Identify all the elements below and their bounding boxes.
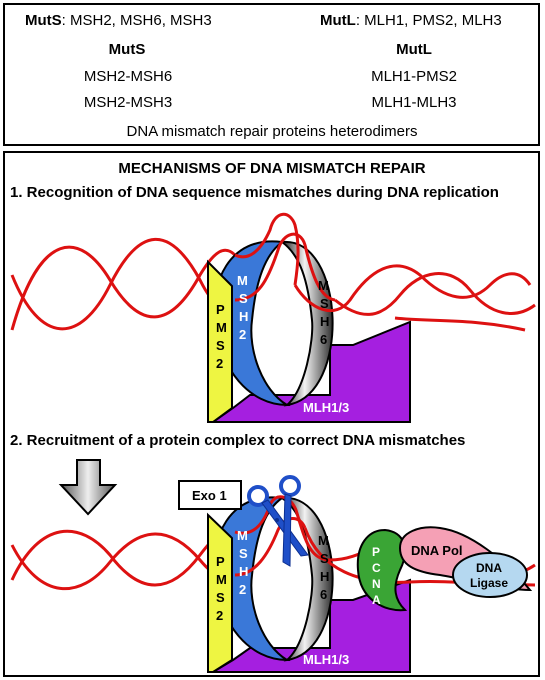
dna-ligase-protein [452, 552, 528, 598]
dna-strand [234, 517, 307, 577]
muts-header: MutS: MSH2, MSH6, MSH3 [25, 12, 212, 29]
msh6-label: M S H 6 [318, 278, 333, 347]
exo1-box [178, 480, 242, 510]
dna-strand [234, 232, 336, 302]
dna-strand [10, 529, 236, 587]
pms2-protein [207, 259, 233, 423]
dna-strand [10, 245, 237, 331]
mutl-title: MutL [396, 41, 432, 58]
mutl-item-1: MLH1-PMS2 [371, 68, 457, 85]
down-arrow-icon [58, 459, 118, 516]
mlh1-3-label: MLH1/3 [303, 400, 349, 415]
muts-header-rest: : MSH2, MSH6, MSH3 [61, 12, 212, 29]
mutl-header-bold: MutL [320, 12, 356, 29]
muts-header-bold: MutS [25, 12, 62, 29]
step1-complex: P M S 2 M S H 2 M S H 6 MLH1/3 [10, 212, 536, 423]
dna-ligase-label: DNA Ligase [470, 561, 508, 590]
step2-heading: 2. Recruitment of a protein complex to c… [10, 432, 466, 449]
msh6-protein [279, 240, 334, 407]
msh6-label: M S H 6 [318, 533, 333, 602]
muts-item-2: MSH2-MSH3 [83, 94, 173, 111]
step2-complex: Exo 1 P M S 2 M S H 2 M S H 6 [10, 475, 536, 673]
muts-title: MutS [108, 41, 146, 58]
msh2-label: M S H 2 [237, 273, 252, 342]
exo1-label: Exo 1 [192, 488, 227, 503]
muts-item-1: MSH2-MSH6 [83, 68, 173, 85]
pms2-label: P M S 2 [216, 302, 230, 371]
heterodimers-caption: DNA mismatch repair proteins heterodimer… [126, 123, 418, 140]
pcna-label: P C N A [372, 545, 384, 607]
mutl-header: MutL: MLH1, PMS2, MLH3 [320, 12, 502, 29]
dna-strand [10, 237, 237, 331]
dna-pol-label: DNA Pol [411, 543, 463, 558]
mutl-header-rest: : MLH1, PMS2, MLH3 [355, 12, 502, 29]
dna-strand [334, 272, 536, 316]
step1-heading: 1. Recognition of DNA sequence mismatche… [10, 184, 499, 201]
pms2-label: P M S 2 [216, 554, 230, 623]
msh2-label: M S H 2 [237, 528, 252, 597]
dna-strand [234, 212, 300, 286]
mechanisms-title: MECHANISMS OF DNA MISMATCH REPAIR [118, 160, 426, 177]
pms2-protein [207, 512, 233, 673]
scissors-icon [247, 475, 309, 567]
mlh1-3-label: MLH1/3 [303, 652, 349, 667]
dna-strand [293, 264, 532, 313]
dna-strand [394, 316, 526, 332]
heterodimers-panel [3, 3, 540, 146]
mutl-item-2: MLH1-MLH3 [371, 94, 457, 111]
dna-strand [10, 532, 236, 591]
